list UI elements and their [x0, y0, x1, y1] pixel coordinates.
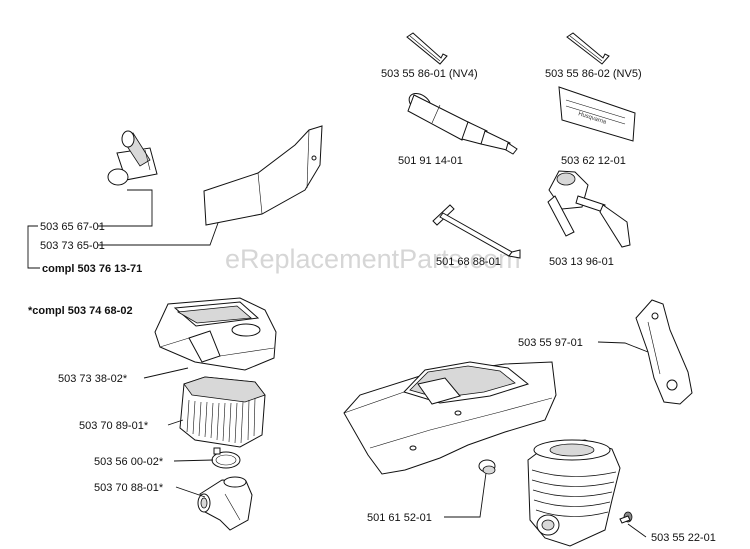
chain-catcher-icon: [107, 130, 158, 186]
label-screw: 503 55 22-01: [651, 532, 716, 544]
screw-icon: [619, 511, 633, 524]
label-compl-air-filter: *compl 503 74 68-02: [28, 305, 133, 317]
label-air-filter-cover: 503 73 38-02*: [58, 373, 128, 385]
file-guide-icon: Husqvarna: [558, 86, 636, 142]
label-grease-gun: 501 91 14-01: [398, 155, 463, 167]
label-air-filter: 503 70 89-01*: [79, 420, 149, 432]
combination-wrench-icon: [547, 170, 631, 248]
hex-key-nv5-icon: [566, 32, 610, 65]
handle-bracket-icon: [635, 299, 693, 405]
label-file-guide: 503 62 12-01: [561, 155, 626, 167]
label-carburetor-adapter: 503 70 88-01*: [94, 482, 164, 494]
grease-gun-icon: [407, 92, 518, 155]
leader-lines: [27, 189, 649, 538]
air-filter-cover-icon: [154, 297, 277, 371]
cylinder-icon: [527, 439, 621, 547]
air-filter-icon: [179, 376, 266, 448]
rubber-plug-icon: [478, 459, 496, 475]
t-wrench-icon: [432, 204, 521, 259]
cylinder-cover-icon: [343, 361, 557, 475]
hose-clamp-icon: [211, 447, 241, 469]
label-combination-wrench: 503 13 96-01: [549, 256, 614, 268]
label-chain-catcher: 503 65 67-01: [40, 221, 105, 233]
label-hex-key-nv4: 503 55 86-01 (NV4): [381, 68, 478, 80]
carburetor-adapter-icon: [197, 476, 253, 531]
label-compl-guard: compl 503 76 13-71: [42, 263, 142, 275]
label-hex-key-nv5: 503 55 86-02 (NV5): [545, 68, 642, 80]
label-rubber-plug: 501 61 52-01: [367, 512, 432, 524]
watermark: eReplacementParts.com: [225, 244, 521, 274]
hex-key-nv4-icon: [406, 32, 448, 65]
label-t-wrench: 501 68 88-01: [436, 256, 501, 268]
label-handle-bracket: 503 55 97-01: [518, 337, 583, 349]
guard-plate-icon: [203, 125, 323, 226]
label-guard-plate: 503 73 65-01: [40, 240, 105, 252]
label-hose-clamp: 503 56 00-02*: [94, 456, 164, 468]
